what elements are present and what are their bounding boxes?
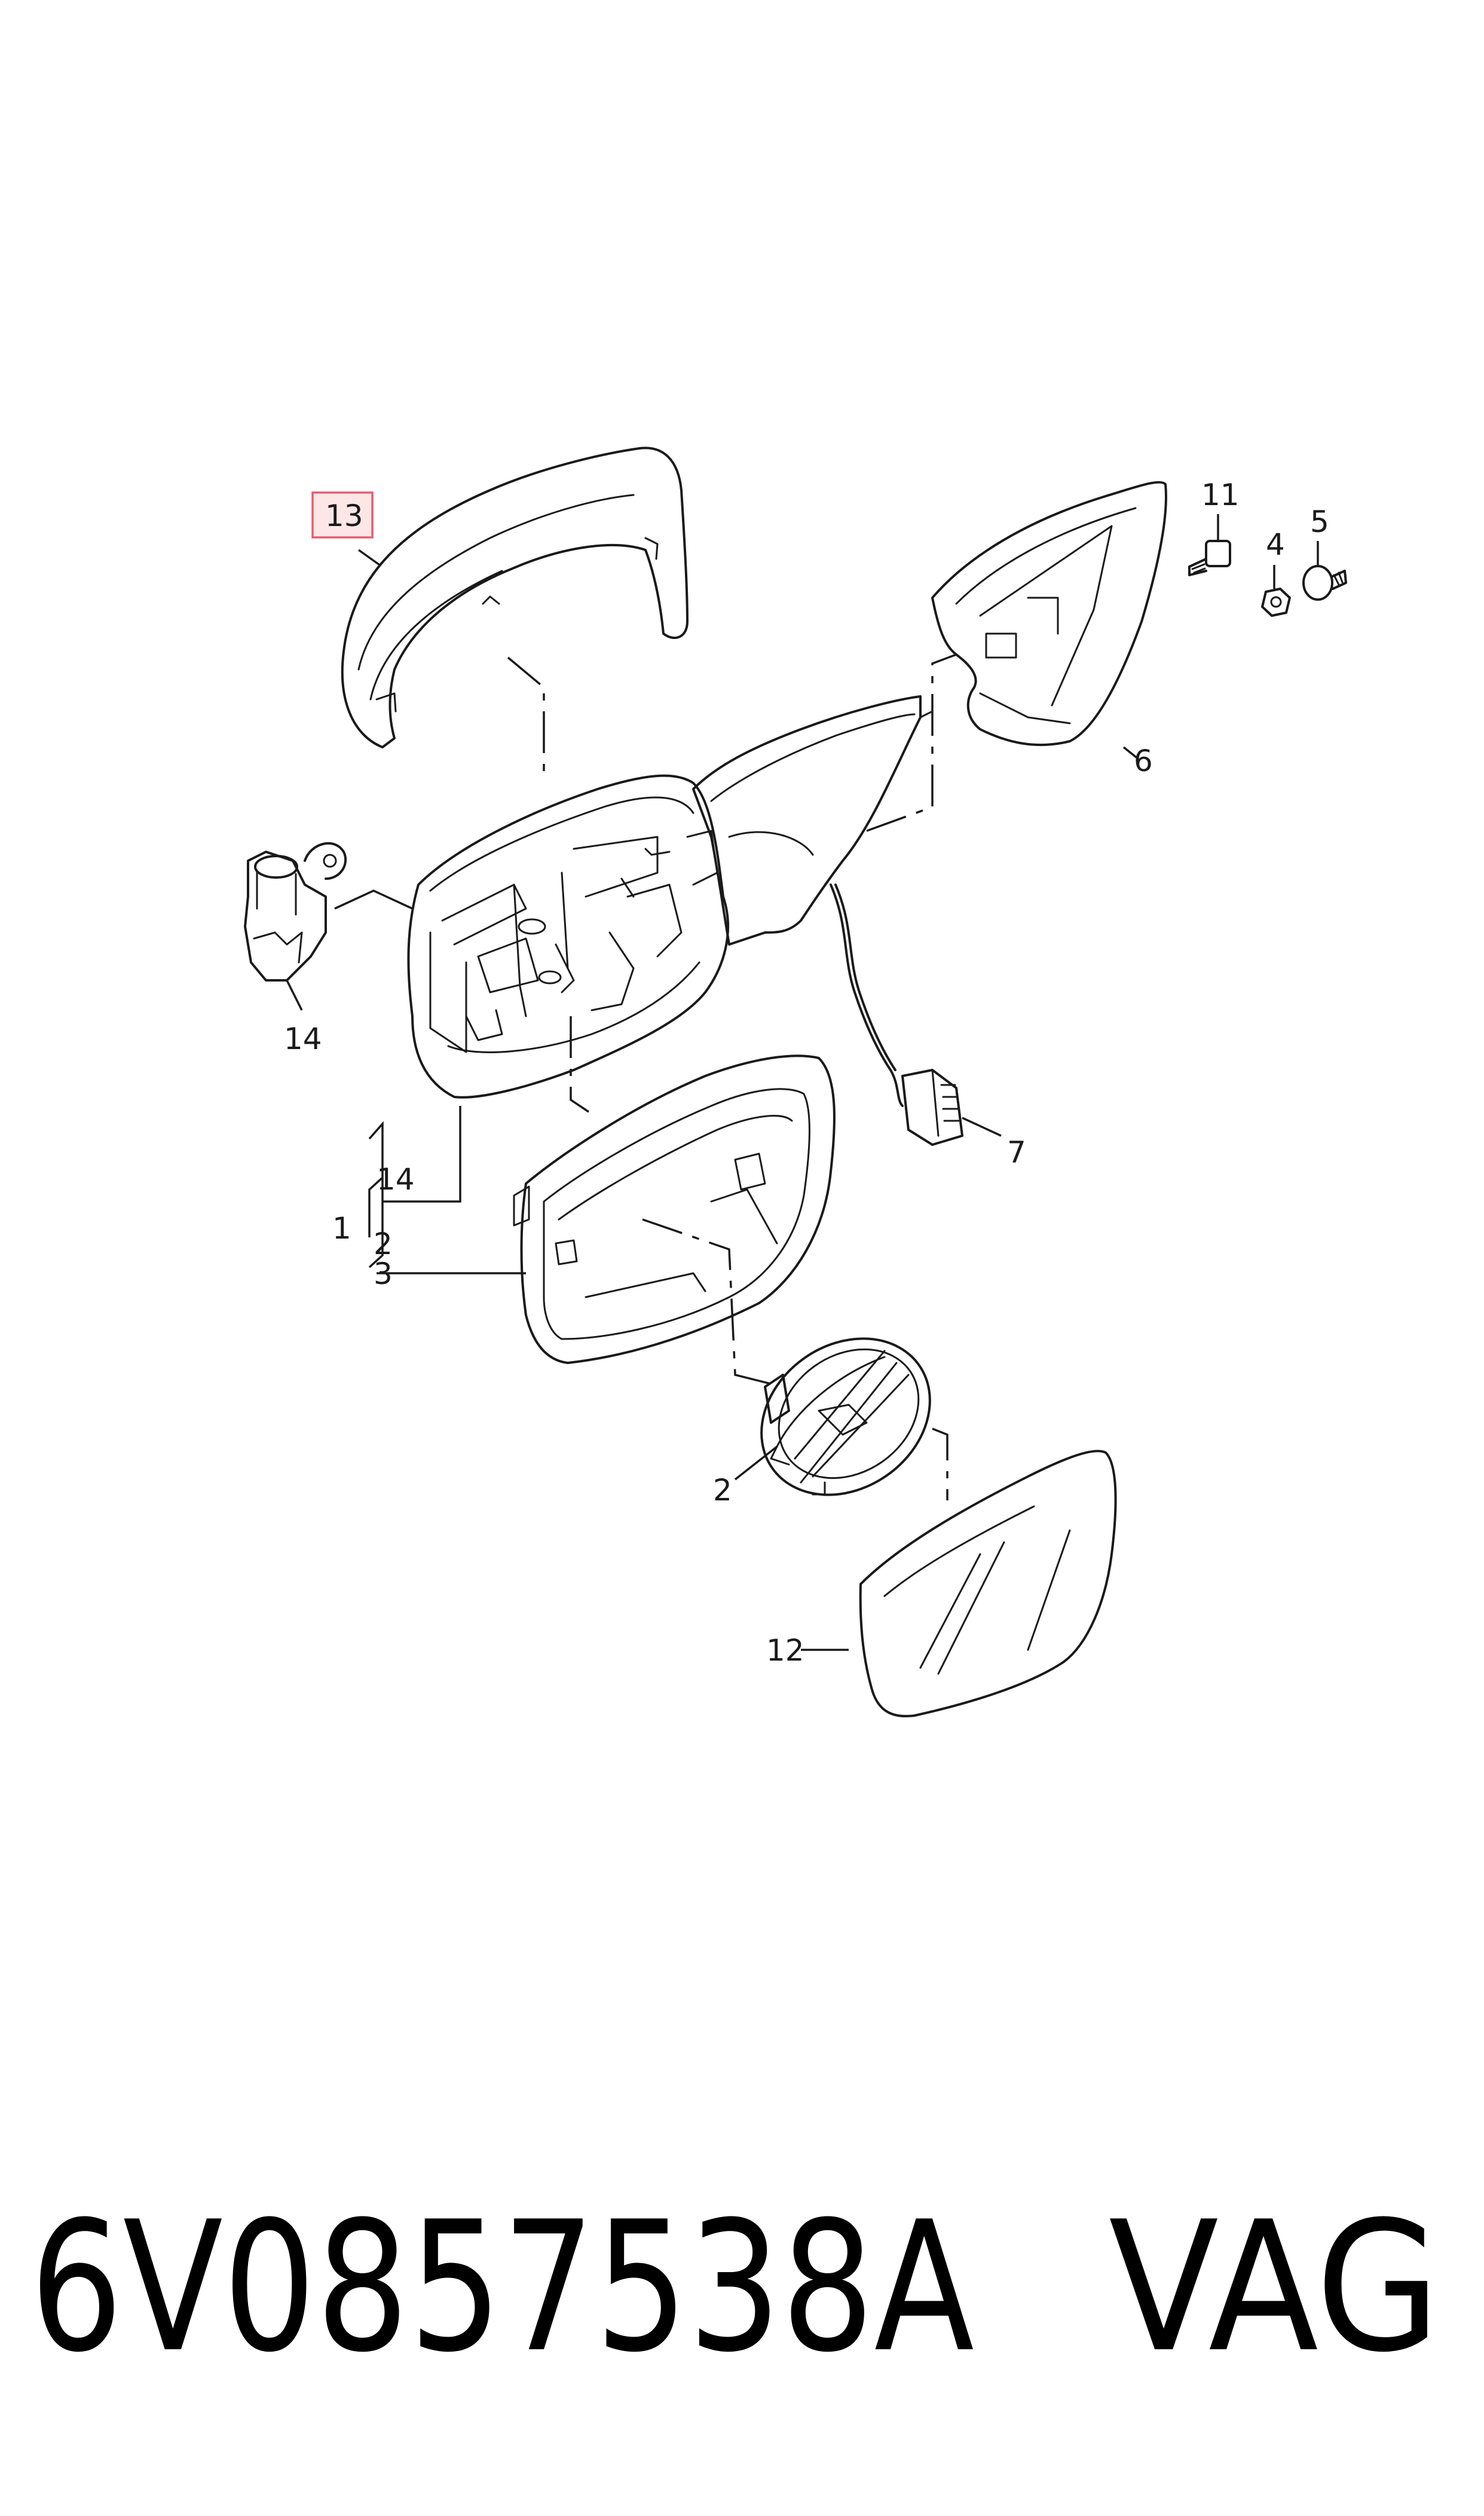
callout-12: 12 bbox=[766, 1633, 804, 1668]
nut-part-4 bbox=[1261, 588, 1291, 617]
callout-13-highlight bbox=[311, 491, 374, 539]
callout-5: 5 bbox=[1310, 505, 1329, 539]
callout-7: 7 bbox=[1007, 1135, 1026, 1170]
callout-14-bracket: 14 bbox=[377, 1162, 415, 1197]
wiring-harness bbox=[830, 883, 904, 1107]
mirror-glass-part-12 bbox=[859, 1450, 1117, 1717]
callout-6: 6 bbox=[1134, 744, 1153, 778]
clip-screw-part-5 bbox=[1302, 565, 1347, 601]
callout-11: 11 bbox=[1201, 478, 1240, 512]
mirror-housing-part-3 bbox=[513, 1054, 836, 1364]
mirror-base-frame bbox=[407, 774, 730, 1099]
mirror-cap-cover bbox=[341, 447, 689, 748]
leader-lines bbox=[286, 514, 1319, 1651]
callout-13: 13 bbox=[325, 499, 363, 533]
footer: 6V0857538A VAG bbox=[30, 2183, 1440, 2392]
connector-part-7 bbox=[901, 1069, 963, 1146]
callout-2-bracket: 2 bbox=[374, 1227, 393, 1261]
housing-trim bbox=[931, 481, 1167, 747]
mirror-mount-arm bbox=[692, 695, 934, 946]
brand-label: VAG bbox=[1109, 2183, 1440, 2392]
part-number: 6V0857538A bbox=[30, 2183, 975, 2392]
callout-3: 3 bbox=[374, 1257, 393, 1291]
adjuster-motor-part-2 bbox=[760, 1337, 931, 1496]
callout-1: 1 bbox=[332, 1211, 351, 1246]
callout-2: 2 bbox=[713, 1473, 732, 1508]
actuator-part-14 bbox=[244, 842, 347, 982]
screw-part-11 bbox=[1188, 540, 1231, 576]
callout-14-left: 14 bbox=[284, 1022, 322, 1056]
callout-4: 4 bbox=[1266, 527, 1285, 562]
callout-labels: 13 11 4 5 6 14 7 14 1 2 3 2 12 bbox=[284, 478, 1329, 1668]
